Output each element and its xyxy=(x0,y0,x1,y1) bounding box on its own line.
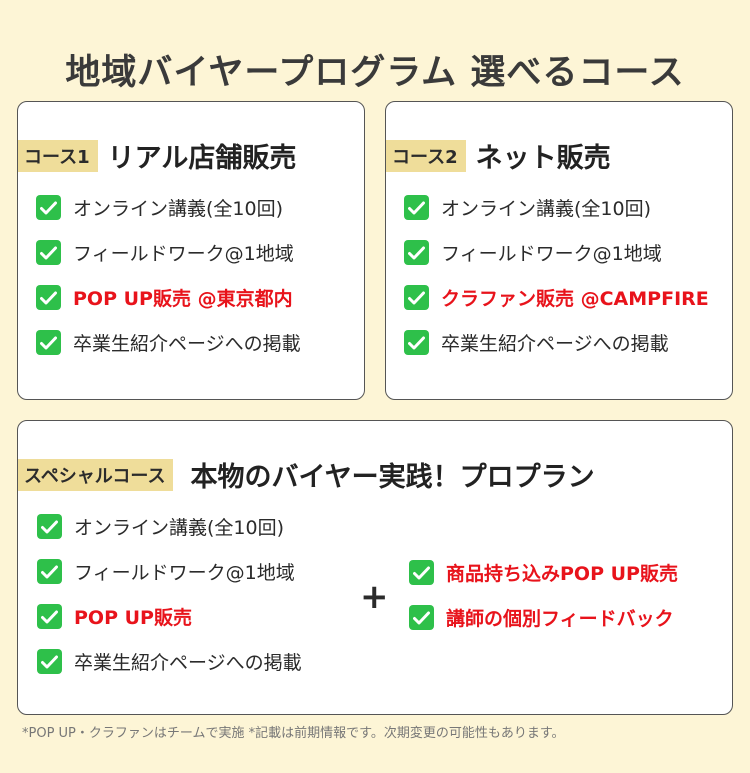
special-course-heading: 本物のバイヤー実践！プロプラン xyxy=(190,462,595,493)
course-1-heading: リアル店舗販売 xyxy=(107,143,297,174)
check-icon xyxy=(37,604,62,629)
special-course-extras-list: 商品持ち込みPOP UP販売講師の個別フィードバック xyxy=(409,550,678,640)
check-icon xyxy=(404,240,429,265)
list-item: クラファン販売 @CAMPFIRE xyxy=(404,275,709,320)
check-icon xyxy=(404,330,429,355)
check-icon xyxy=(36,195,61,220)
list-item: 講師の個別フィードバック xyxy=(409,595,678,640)
list-item: 卒業生紹介ページへの掲載 xyxy=(36,320,301,365)
list-item: POP UP販売 xyxy=(37,594,302,639)
list-item-text: クラファン販売 @CAMPFIRE xyxy=(441,288,709,310)
list-item-text: 卒業生紹介ページへの掲載 xyxy=(74,652,302,674)
check-icon xyxy=(409,560,434,585)
list-item-text: オンライン講義(全10回) xyxy=(441,198,652,220)
check-icon xyxy=(37,514,62,539)
course-2-heading: ネット販売 xyxy=(475,143,611,174)
check-icon xyxy=(37,559,62,584)
check-icon xyxy=(404,195,429,220)
check-icon xyxy=(404,285,429,310)
special-course-list: オンライン講義(全10回) フィールドワーク@1地域 POP UP販売卒業生紹介ペー… xyxy=(37,504,302,684)
course-1-card: コース1 リアル店舗販売 オンライン講義(全10回) フィールドワーク@1地域 PO… xyxy=(17,101,365,400)
list-item-text: オンライン講義(全10回) xyxy=(73,198,284,220)
check-icon xyxy=(37,649,62,674)
check-icon xyxy=(36,240,61,265)
course-2-list: オンライン講義(全10回) フィールドワーク@1地域クラファン販売 @CAMPFI… xyxy=(404,185,709,365)
list-item-text: フィールドワーク@1地域 xyxy=(73,243,294,265)
list-item: フィールドワーク@1地域 xyxy=(37,549,302,594)
course-2-card: コース2 ネット販売 オンライン講義(全10回) フィールドワーク@1地域クラファ… xyxy=(385,101,733,400)
list-item-text: 卒業生紹介ページへの掲載 xyxy=(441,333,669,355)
list-item-text: POP UP販売 xyxy=(74,607,192,629)
check-icon xyxy=(409,605,434,630)
footnote: *POP UP・クラファンはチームで実施 *記載は前期情報です。次期変更の可能性… xyxy=(22,726,565,741)
list-item-text: 講師の個別フィードバック xyxy=(446,608,674,630)
list-item: 商品持ち込みPOP UP販売 xyxy=(409,550,678,595)
list-item-text: 商品持ち込みPOP UP販売 xyxy=(446,563,678,585)
list-item-text: POP UP販売 @東京都内 xyxy=(73,288,293,310)
list-item: 卒業生紹介ページへの掲載 xyxy=(404,320,709,365)
list-item-text: オンライン講義(全10回) xyxy=(74,517,285,539)
course-1-tag: コース1 xyxy=(18,139,98,172)
special-course-tag: スペシャルコース xyxy=(18,458,174,491)
course-1-list: オンライン講義(全10回) フィールドワーク@1地域 POP UP販売 @東京都内卒… xyxy=(36,185,301,365)
list-item: フィールドワーク@1地域 xyxy=(404,230,709,275)
special-course-card: スペシャルコース 本物のバイヤー実践！プロプラン オンライン講義(全10回) フィ… xyxy=(17,420,733,715)
plus-sign: + xyxy=(360,577,389,617)
page-title: 地域バイヤープログラム 選べるコース xyxy=(65,53,685,93)
list-item: オンライン講義(全10回) xyxy=(37,504,302,549)
list-item: 卒業生紹介ページへの掲載 xyxy=(37,639,302,684)
course-1-header: コース1 リアル店舗販売 xyxy=(18,136,296,175)
course-2-tag: コース2 xyxy=(386,139,466,172)
list-item-text: フィールドワーク@1地域 xyxy=(74,562,295,584)
check-icon xyxy=(36,285,61,310)
list-item-text: フィールドワーク@1地域 xyxy=(441,243,662,265)
list-item: フィールドワーク@1地域 xyxy=(36,230,301,275)
list-item-text: 卒業生紹介ページへの掲載 xyxy=(73,333,301,355)
list-item: POP UP販売 @東京都内 xyxy=(36,275,301,320)
list-item: オンライン講義(全10回) xyxy=(404,185,709,230)
course-2-header: コース2 ネット販売 xyxy=(386,136,611,175)
list-item: オンライン講義(全10回) xyxy=(36,185,301,230)
special-course-header: スペシャルコース 本物のバイヤー実践！プロプラン xyxy=(18,455,595,494)
check-icon xyxy=(36,330,61,355)
